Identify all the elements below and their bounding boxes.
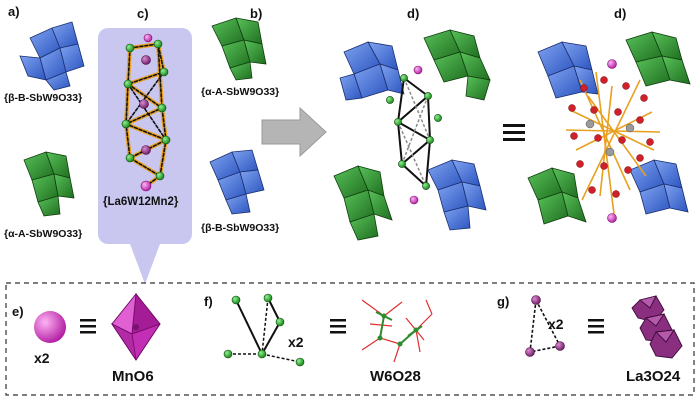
alpha-a-cluster-right [212, 18, 266, 80]
panel-label-e: e) [12, 304, 24, 319]
label-beta-b-left: {β-B-SbW9O33} [4, 92, 82, 104]
panel-label-g: g) [497, 294, 509, 309]
equivalence-sign-g [588, 319, 604, 334]
equivalence-sign-main [503, 124, 525, 141]
core-panel [98, 28, 192, 284]
beta-b-cluster-right [210, 150, 264, 214]
assembled-structure-right [528, 32, 690, 224]
label-beta-b-right: {β-B-SbW9O33} [201, 222, 279, 234]
equivalence-sign-e [80, 319, 96, 334]
panel-label-a: a) [8, 4, 20, 19]
multiplier-f: x2 [288, 334, 304, 350]
panel-label-d-left: d) [407, 6, 419, 21]
mn-sphere [34, 311, 66, 343]
alpha-a-cluster-left [24, 152, 74, 216]
formula-mno6: MnO6 [112, 368, 154, 385]
mno6-octahedron [112, 294, 160, 360]
equivalence-sign-f [330, 319, 346, 334]
panel-label-b: b) [250, 6, 262, 21]
la3o24-polyhedra [632, 296, 682, 358]
label-core: {La6W12Mn2} [103, 196, 178, 208]
w6-skeleton [224, 294, 304, 366]
formula-w6o28: W6O28 [370, 368, 421, 385]
label-alpha-a-right: {α-A-SbW9O33} [201, 86, 279, 98]
legend-box [6, 283, 694, 395]
multiplier-e: x2 [34, 350, 50, 366]
multiplier-g: x2 [548, 316, 564, 332]
beta-b-cluster-left [20, 22, 84, 90]
assembled-structure-left [334, 30, 490, 240]
panel-label-f: f) [204, 294, 213, 309]
label-alpha-a-left: {α-A-SbW9O33} [4, 228, 82, 240]
w6o28-wireframe [362, 300, 432, 362]
panel-label-d-right: d) [614, 6, 626, 21]
assembly-arrow [262, 108, 326, 156]
panel-label-c: c) [137, 6, 149, 21]
formula-la3o24: La3O24 [626, 368, 680, 385]
